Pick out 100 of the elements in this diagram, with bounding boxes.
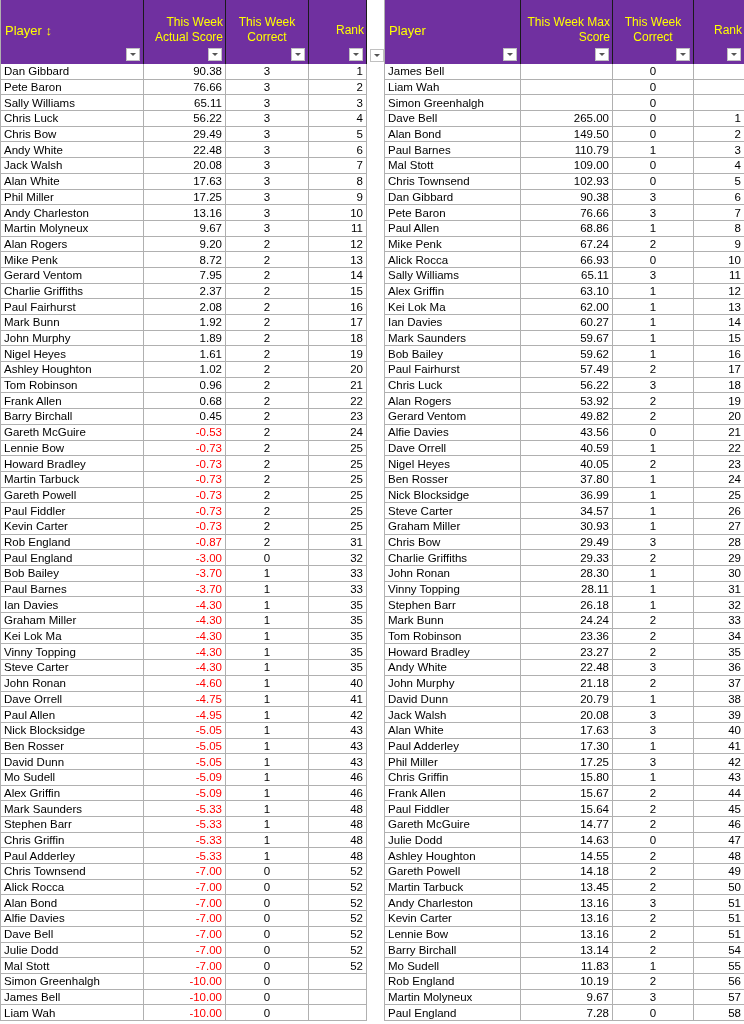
score-value: 57.49 — [580, 362, 609, 377]
player-name: Alick Rocca — [388, 252, 449, 267]
player-name: Martin Molyneux — [4, 221, 89, 236]
correct-count: 3 — [649, 723, 657, 738]
score-value: 110.79 — [574, 142, 609, 157]
score-value: 30.93 — [580, 519, 609, 534]
score-value: 9.67 — [586, 989, 609, 1004]
correct-count: 2 — [649, 393, 657, 408]
correct-count: 3 — [263, 127, 271, 142]
score-value: 14.18 — [580, 864, 609, 879]
score-value: -7.00 — [195, 864, 222, 879]
score-value: 2.37 — [199, 283, 222, 298]
correct-count: 2 — [649, 848, 657, 863]
rank-value: 8 — [734, 221, 741, 236]
score-value: -10.00 — [189, 974, 222, 989]
rank-value: 28 — [728, 534, 741, 549]
correct-count: 3 — [649, 989, 657, 1004]
correct-count: 2 — [263, 425, 271, 440]
rank-value: 12 — [350, 236, 363, 251]
rank-value: 51 — [728, 895, 741, 910]
rank-value: 41 — [728, 738, 741, 753]
score-value: 29.49 — [580, 534, 609, 549]
rank-value: 49 — [728, 864, 741, 879]
score-value: 36.99 — [580, 487, 609, 502]
correct-count: 1 — [649, 691, 657, 706]
player-name: Paul Adderley — [388, 738, 459, 753]
score-value: 20.08 — [193, 158, 222, 173]
correct-count: 1 — [649, 582, 657, 597]
rank-value: 33 — [350, 566, 363, 581]
player-name: Charlie Griffiths — [4, 283, 84, 298]
score-value: 67.24 — [580, 236, 609, 251]
rank-value: 16 — [728, 346, 741, 361]
player-name: Mark Bunn — [4, 315, 60, 330]
score-value: -3.70 — [195, 566, 222, 581]
correct-count: 1 — [649, 503, 657, 518]
rank-value: 5 — [356, 127, 363, 142]
score-value: 14.55 — [580, 848, 609, 863]
correct-count: 2 — [263, 315, 271, 330]
correct-count: 1 — [649, 440, 657, 455]
rank-value: 17 — [350, 315, 363, 330]
player-name: Alan White — [388, 723, 444, 738]
rank-value: 21 — [350, 378, 363, 393]
score-value: -7.00 — [195, 911, 222, 926]
score-value: -0.73 — [195, 472, 222, 487]
score-value: 20.79 — [580, 691, 609, 706]
rank-value: 35 — [350, 660, 363, 675]
player-name: John Murphy — [4, 331, 71, 346]
rank-value: 13 — [350, 252, 363, 267]
rank-value: 21 — [728, 425, 741, 440]
rank-value: 23 — [728, 456, 741, 471]
rank-value: 1 — [356, 64, 363, 79]
rank-value: 46 — [350, 770, 363, 785]
score-value: 60.27 — [580, 315, 609, 330]
score-value: 109.00 — [573, 158, 609, 173]
correct-count: 0 — [263, 927, 271, 942]
rank-value: 30 — [728, 566, 741, 581]
score-value: 66.93 — [580, 252, 609, 267]
player-name: David Dunn — [4, 754, 65, 769]
player-name: Tom Robinson — [4, 378, 78, 393]
player-name: Charlie Griffiths — [388, 550, 468, 565]
correct-count: 2 — [649, 974, 657, 989]
rank-value: 27 — [728, 519, 741, 534]
correct-count: 2 — [263, 299, 271, 314]
rank-value: 2 — [356, 80, 363, 95]
score-value: 90.38 — [193, 64, 222, 79]
score-value: -7.00 — [195, 880, 222, 895]
player-name: Stephen Barr — [4, 817, 72, 832]
correct-count: 2 — [263, 283, 271, 298]
score-value: 17.63 — [193, 174, 222, 189]
player-name: Alan Rogers — [4, 236, 68, 251]
correct-count: 0 — [649, 158, 657, 173]
rank-value: 18 — [728, 378, 741, 393]
correct-count: 1 — [263, 644, 271, 659]
rank-value: 42 — [350, 707, 363, 722]
correct-count: 0 — [263, 989, 271, 1004]
player-name: Dan Gibbard — [4, 64, 70, 79]
rank-value: 33 — [350, 582, 363, 597]
player-name: Mark Saunders — [388, 331, 466, 346]
score-value: 13.45 — [580, 880, 609, 895]
player-name: Julie Dodd — [388, 833, 443, 848]
rank-value: 26 — [728, 503, 741, 518]
player-name: Paul Adderley — [4, 848, 75, 863]
correct-count: 3 — [263, 95, 271, 110]
correct-count: 2 — [649, 880, 657, 895]
rank-value: 56 — [728, 974, 741, 989]
correct-count: 1 — [649, 283, 657, 298]
correct-count: 2 — [263, 236, 271, 251]
player-name: Dan Gibbard — [388, 189, 454, 204]
player-name: Chris Griffin — [388, 770, 449, 785]
rank-value: 1 — [734, 111, 741, 126]
score-value: 34.57 — [580, 503, 609, 518]
player-name: Andy White — [388, 660, 447, 675]
rank-value: 12 — [728, 283, 741, 298]
player-name: Mark Bunn — [388, 613, 444, 628]
player-name: Andy Charleston — [4, 205, 90, 220]
score-value: -5.33 — [195, 817, 222, 832]
rank-value: 10 — [728, 252, 741, 267]
player-name: John Ronan — [4, 676, 67, 691]
correct-count: 3 — [263, 111, 271, 126]
score-value: -5.05 — [195, 738, 222, 753]
